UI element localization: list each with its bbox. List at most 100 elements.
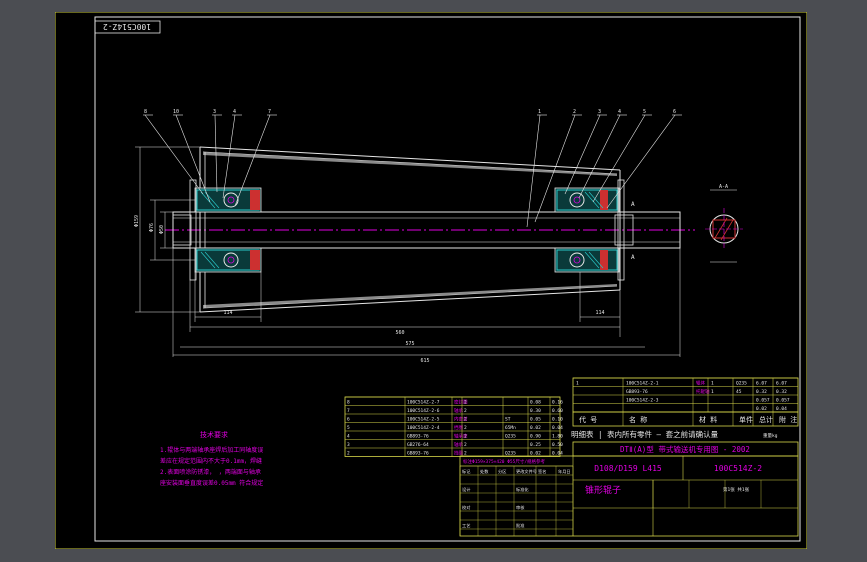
rev-cell: 校对 [462,504,470,511]
dim-shell-dia: Φ159 [134,215,140,227]
parts-header-cell: 单件 [739,415,753,424]
parts-cell: 挡圈 [454,424,463,431]
parts-header-row [572,411,799,427]
parts-cell: 挡圈 [454,450,463,457]
tech-line-3: 2.表面喷涂防锈漆， ，两端面与轴承 [160,468,261,476]
left-dims [135,146,200,313]
right-parts-cell: 0.04 [776,406,787,412]
parts-cell: 0.05 [530,417,541,423]
parts-header-cell: 总计 [759,415,773,424]
parts-header-cell: 附 注 [779,415,797,424]
right-parts-cell: 0.32 [776,389,787,395]
right-parts-cell: 100C514Z-2-1 [626,381,659,387]
section-view-a: A-A [705,184,743,263]
callout-leaders [143,114,682,228]
parts-cell: 2 [464,442,467,448]
dim-overall-length: 615 [420,358,429,364]
right-parts-cell: 0.057 [776,398,790,404]
rev-cell: 分区 [498,468,506,475]
parts-cell: 内密封 [454,416,468,423]
parts-cell: 0.04 [552,425,563,431]
parts-cell: 5 [347,425,350,431]
parts-cell: 100C514Z-2-7 [407,400,440,406]
right-parts-cell: 辊体 [696,380,705,387]
dim-shell-length: 560 [395,330,404,336]
drawing-number: 100C514Z-2 [714,464,762,473]
svg-text:A: A [631,254,635,261]
parts-cell: 2 [464,417,467,423]
dim-shaft-dia: Φ50 [159,225,165,234]
right-parts-cell: 6.07 [776,381,787,387]
right-parts-cell: 托辊轴 [696,388,710,395]
shell-wall-top [203,152,617,176]
parts-cell: 2 [347,451,350,457]
parts-title-band: 明细表 | 表内所有零件 — 套之前请确认量 [571,429,719,439]
parts-cell: 2 [464,400,467,406]
weight-note: 重量kg [763,432,778,439]
parts-cell: 0.04 [552,451,563,457]
parts-cell: 0.60 [552,408,563,414]
drawing-sheet: 100C514Z-2 [55,12,807,549]
parts-header-cell: 名 称 [629,415,647,424]
callout-3: 3 [213,109,216,115]
dim-left-bore: Φ76 [149,223,155,232]
rev-cell: 更改文件号 [516,468,537,475]
parts-cell: 2 [464,451,467,457]
parts-cell: 0.08 [530,400,541,406]
parts-cell: 6 [347,417,350,423]
callout-5: 5 [643,109,646,115]
parts-cell: 1.80 [552,434,563,440]
parts-cell: 0.25 [530,442,541,448]
parts-cell: Q235 [505,434,516,440]
dim-bearing-span: 575 [405,341,414,347]
callout-7: 7 [268,109,271,115]
parts-cell: 65Mn [505,425,516,431]
parts-header-cell: 材 料 [699,415,717,424]
right-parts-cell: 1 [711,381,714,387]
callout-4: 4 [233,109,236,115]
callout-10: 10 [173,109,179,115]
callout-1: 1 [538,109,541,115]
code-stamp: 100C514Z-2 [103,22,151,31]
parts-cell: 0.50 [552,442,563,448]
sheet-note: 第1张 共1张 [723,486,750,493]
svg-text:A: A [631,201,635,208]
parts-cell: GB893-76 [407,434,429,440]
model-label: D108/D159 L415 [594,464,662,473]
spec-line: 标注Φ159×375×420 Φ55尺寸/规格参考 [463,458,546,465]
rev-cell: 批准 [516,522,524,529]
parts-cell: 2 [464,434,467,440]
parts-cell: 100C514Z-2-4 [407,425,440,431]
shell-wall-bottom [203,284,617,308]
parts-cell: 100C514Z-2-5 [407,417,440,423]
parts-cell: 8 [347,400,350,406]
rev-cell: 设计 [462,486,470,493]
right-parts-cell: Q235 [736,381,747,387]
parts-header-cell: 代 号 [579,415,597,424]
callout-3b: 3 [598,109,601,115]
roller-assembly: A A [134,109,695,364]
parts-cell: 2 [464,425,467,431]
code-stamp-box [94,20,161,34]
right-parts-cell: 1 [576,381,579,387]
parts-cell: 0.02 [530,425,541,431]
parts-cell: ST [505,417,511,423]
callout-2: 2 [573,109,576,115]
parts-cell: GB276-64 [407,442,429,448]
callout-labels: 8 10 3 4 7 1 2 3 4 5 6 [144,109,676,115]
rev-cell: 年月日 [558,468,571,475]
parts-cell: GB893-76 [407,451,429,457]
rev-cell: 审核 [516,504,525,511]
parts-cell: 3 [347,442,350,448]
right-parts-cell: GB893-76 [626,389,648,395]
dim-left-seat: 114 [223,310,232,316]
right-parts-cell: 0.057 [756,398,770,404]
tech-line-4: 座安装面垂直度误差0.05mm 符合规定 [160,479,263,487]
right-parts-cell: 100C514Z-2-3 [626,398,659,404]
right-parts-cell: 1 [711,389,714,395]
rev-cell: 标记 [462,468,471,475]
parts-cell: Q235 [505,451,516,457]
parts-cell: 0.90 [530,434,541,440]
